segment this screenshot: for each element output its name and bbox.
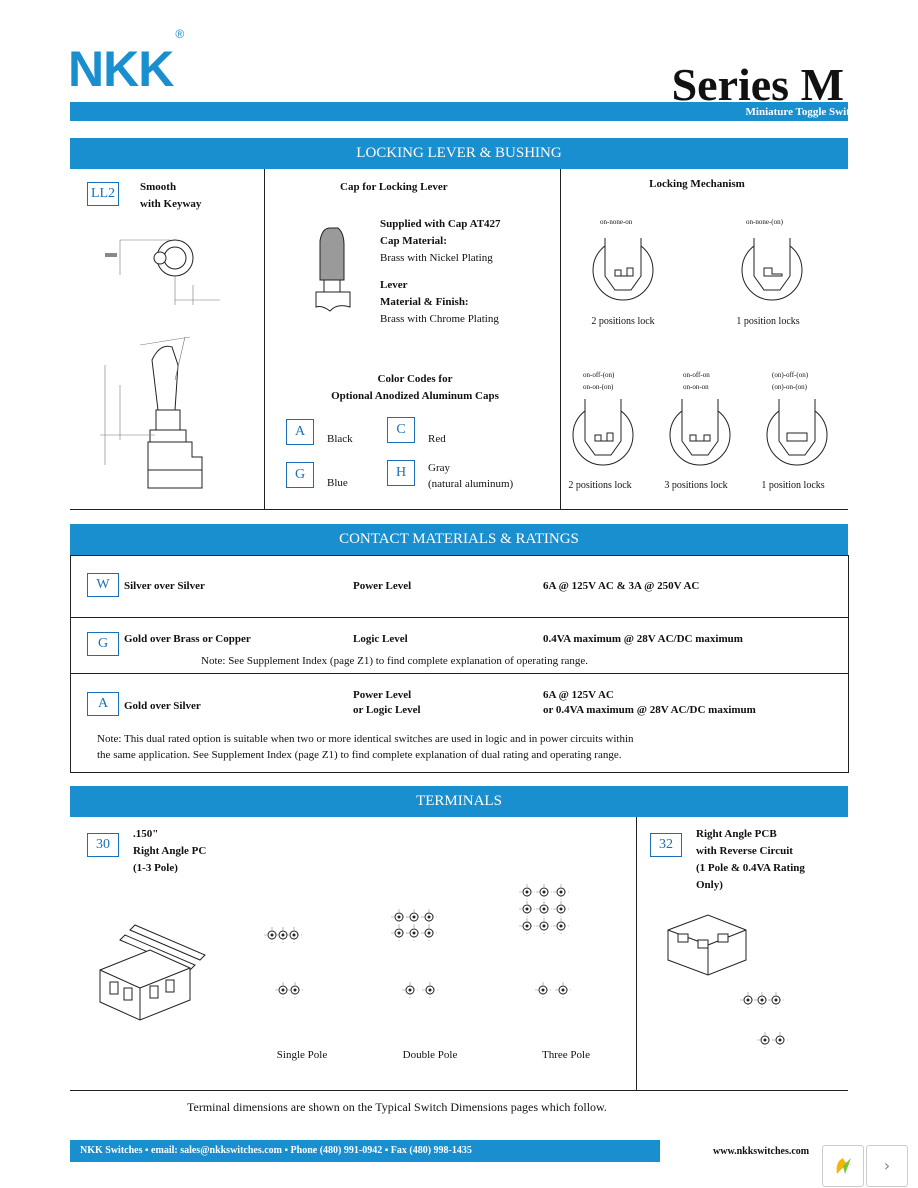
lever-label: Lever (380, 279, 408, 291)
mech-label-4a: on-off-on (683, 371, 710, 379)
header-subtitle: Miniature Toggle Switches (745, 106, 870, 118)
color-code-a: A (286, 419, 314, 445)
mechanism-title: Locking Mechanism (649, 178, 745, 190)
mech-label-1: on-none-on (600, 218, 633, 226)
mech-label-5b: (on)-on-(on) (772, 383, 807, 391)
terminal-code-30: 30 (87, 833, 119, 857)
color-name-red: Red (428, 433, 446, 445)
cap-material-label: Cap Material: (380, 235, 447, 247)
mech-label-2: on-none-(on) (746, 218, 783, 226)
contact-level-2: or Logic Level (353, 704, 421, 716)
color-code-h: H (387, 460, 415, 486)
mech-label-4b: on-on-on (683, 383, 709, 391)
contact-level: Power Level (353, 580, 412, 592)
lock-mechanism-diagram (741, 238, 803, 301)
contact-rating: 6A @ 125V AC (543, 689, 614, 701)
terminal-32-layout (740, 992, 788, 1048)
mech-label-3b: on-on-(on) (583, 383, 614, 391)
color-name-gray: Gray (428, 462, 450, 474)
mech-caption-5: 1 position locks (761, 480, 825, 491)
t32-line3: (1 Pole & 0.4VA Rating (696, 862, 805, 874)
lever-material: Brass with Chrome Plating (380, 313, 499, 325)
contact-material: Gold over Brass or Copper (124, 633, 251, 645)
t32-line4: Only) (696, 879, 723, 891)
color-name-black: Black (327, 433, 353, 445)
color-code-c: C (387, 417, 415, 443)
cap-material: Brass with Nickel Plating (380, 252, 493, 264)
contact-note-2: the same application. See Supplement Ind… (97, 749, 622, 761)
footer-contact: NKK Switches ▪ email: sales@nkkswitches.… (70, 1140, 660, 1162)
divider (70, 673, 848, 674)
ll2-line2: with Keyway (140, 198, 202, 210)
terminal-caption-double: Double Pole (402, 1049, 458, 1061)
t32-line2: with Reverse Circuit (696, 845, 793, 857)
t30-line1: .150" (133, 828, 159, 840)
contact-rating: 0.4VA maximum @ 28V AC/DC maximum (543, 633, 743, 645)
terminal-caption-single: Single Pole (276, 1049, 328, 1061)
mech-label-3a: on-off-(on) (583, 371, 615, 379)
contacts-section-title: CONTACT MATERIALS & RATINGS (70, 524, 848, 555)
contact-code-w: W (87, 573, 119, 597)
contact-material: Silver over Silver (124, 580, 205, 592)
contact-level: Logic Level (353, 633, 408, 645)
color-name-blue: Blue (327, 477, 348, 489)
cap-drawing (315, 227, 351, 312)
terminals-footnote: Terminal dimensions are shown on the Typ… (187, 1100, 607, 1114)
lock-mechanism-diagram (572, 399, 634, 466)
header-bar (70, 102, 848, 121)
terminal-32-drawing (667, 914, 747, 976)
lock-mechanism-diagram (766, 399, 828, 466)
locking-section-title: LOCKING LEVER & BUSHING (70, 138, 848, 169)
mech-caption-2: 1 position locks (736, 316, 800, 327)
mech-caption-1: 2 positions lock (591, 316, 655, 327)
contact-note: Note: This dual rated option is suitable… (97, 733, 634, 745)
lock-mechanism-diagram (669, 399, 731, 466)
lock-mechanism-diagram (592, 238, 654, 301)
terminal-code-32: 32 (650, 833, 682, 857)
chevron-right-icon[interactable]: › (866, 1145, 908, 1187)
t30-line3: (1-3 Pole) (133, 862, 178, 874)
divider (70, 1090, 848, 1091)
brand-logo: NKK® (68, 27, 184, 97)
color-codes-title1: Color Codes for (377, 373, 453, 385)
divider (636, 817, 637, 1090)
mech-label-5a: (on)-off-(on) (772, 371, 809, 379)
ll2-drawing (100, 239, 220, 489)
mech-caption-3: 2 positions lock (568, 480, 632, 491)
divider (560, 169, 561, 509)
locking-section (70, 169, 848, 510)
cap-supplied: Supplied with Cap AT427 (380, 218, 501, 230)
double-pole-layout (391, 909, 438, 998)
contact-note: Note: See Supplement Index (page Z1) to … (201, 655, 589, 667)
mech-caption-4: 3 positions lock (664, 480, 728, 491)
divider (70, 617, 848, 618)
ll2-line1: Smooth (140, 181, 177, 193)
t30-line2: Right Angle PC (133, 845, 207, 857)
logo-icon[interactable] (822, 1145, 864, 1187)
contact-material: Gold over Silver (124, 700, 201, 712)
contact-rating: 6A @ 125V AC & 3A @ 250V AC (543, 580, 700, 592)
terminal-caption-three: Three Pole (542, 1049, 590, 1061)
single-pole-layout (264, 927, 303, 998)
color-codes-title2: Optional Anodized Aluminum Caps (331, 390, 499, 402)
terminal-30-drawing (99, 924, 206, 1021)
color-code-g: G (286, 462, 314, 488)
contact-level: Power Level (353, 689, 412, 701)
contact-code-g: G (87, 632, 119, 656)
divider (264, 169, 265, 509)
series-title: Series M (671, 59, 844, 110)
contact-rating-2: or 0.4VA maximum @ 28V AC/DC maximum (543, 704, 756, 716)
contact-code-a: A (87, 692, 119, 716)
color-name-gray-note: (natural aluminum) (428, 478, 514, 490)
t32-line1: Right Angle PCB (696, 828, 777, 840)
cap-title: Cap for Locking Lever (340, 181, 448, 193)
lever-material-label: Material & Finish: (380, 296, 469, 308)
footer-website[interactable]: www.nkkswitches.com (713, 1146, 810, 1157)
contacts-section (70, 555, 849, 773)
option-code-ll2: LL2 (87, 182, 119, 206)
three-pole-layout (519, 884, 571, 998)
terminals-section-title: TERMINALS (70, 786, 848, 817)
